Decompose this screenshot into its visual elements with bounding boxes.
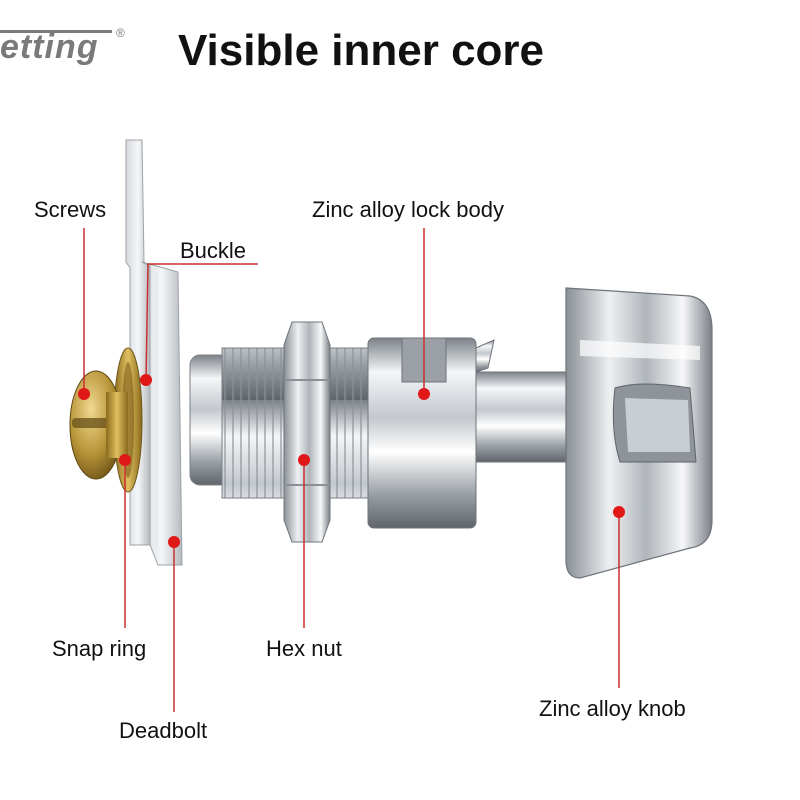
markers — [78, 374, 625, 548]
threaded-barrel — [189, 347, 373, 499]
label-knob: Zinc alloy knob — [539, 696, 686, 721]
lock-body — [367, 337, 495, 529]
label-lock-body: Zinc alloy lock body — [312, 197, 504, 222]
label-deadbolt: Deadbolt — [119, 718, 208, 743]
marker-knob — [613, 506, 625, 518]
marker-hex-nut — [298, 454, 310, 466]
leader-lines — [83, 228, 620, 712]
label-screws: Screws — [34, 197, 107, 222]
deadbolt-plate — [125, 139, 183, 566]
shaft — [475, 371, 573, 463]
label-hex-nut: Hex nut — [266, 636, 342, 661]
marker-snap-ring — [119, 454, 131, 466]
marker-lock-body — [418, 388, 430, 400]
marker-screws — [78, 388, 90, 400]
page-title: Visible inner core — [178, 26, 545, 75]
label-snap-ring: Snap ring — [52, 636, 147, 661]
knob — [565, 287, 713, 579]
marker-buckle — [140, 374, 152, 386]
hex-nut — [283, 321, 331, 543]
brand-registered-mark: ® — [116, 26, 125, 40]
label-buckle: Buckle — [180, 238, 247, 263]
brand-logo: etting — [0, 28, 99, 66]
marker-deadbolt — [168, 536, 180, 548]
brand-underline — [0, 30, 112, 33]
